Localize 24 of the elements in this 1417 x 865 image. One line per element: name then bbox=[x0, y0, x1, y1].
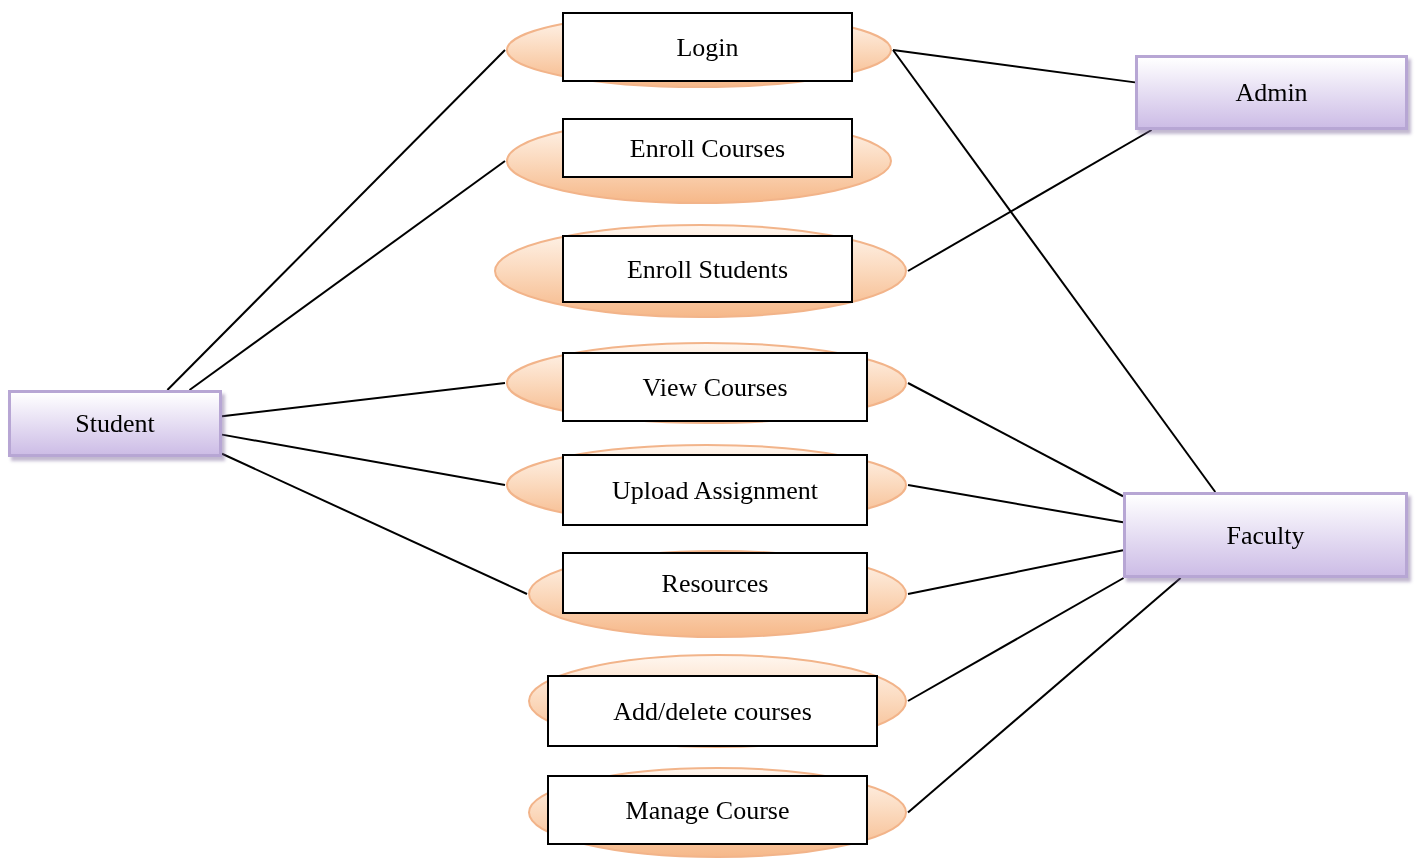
association-line bbox=[907, 382, 1124, 498]
association-line bbox=[221, 452, 528, 595]
association-line bbox=[892, 49, 1136, 84]
actor-box: Faculty bbox=[1123, 492, 1408, 578]
actor-box: Admin bbox=[1135, 55, 1408, 130]
use-case-label: Manage Course bbox=[547, 775, 868, 845]
association-line bbox=[907, 577, 1125, 702]
association-line bbox=[907, 549, 1124, 595]
use-case-label: Login bbox=[562, 12, 853, 82]
association-line bbox=[907, 484, 1124, 524]
use-case-label: View Courses bbox=[562, 352, 868, 422]
use-case-label: Add/delete courses bbox=[547, 675, 878, 747]
association-line bbox=[221, 433, 506, 486]
use-case-label: Enroll Students bbox=[562, 235, 853, 303]
association-line bbox=[892, 49, 1217, 493]
use-case-label: Resources bbox=[562, 552, 868, 614]
association-line bbox=[907, 129, 1153, 272]
association-line bbox=[221, 382, 506, 418]
association-line bbox=[188, 160, 506, 391]
use-case-label: Enroll Courses bbox=[562, 118, 853, 178]
use-case-label: Upload Assignment bbox=[562, 454, 868, 526]
association-line bbox=[907, 577, 1182, 814]
actor-box: Student bbox=[8, 390, 222, 457]
association-line bbox=[166, 49, 506, 391]
